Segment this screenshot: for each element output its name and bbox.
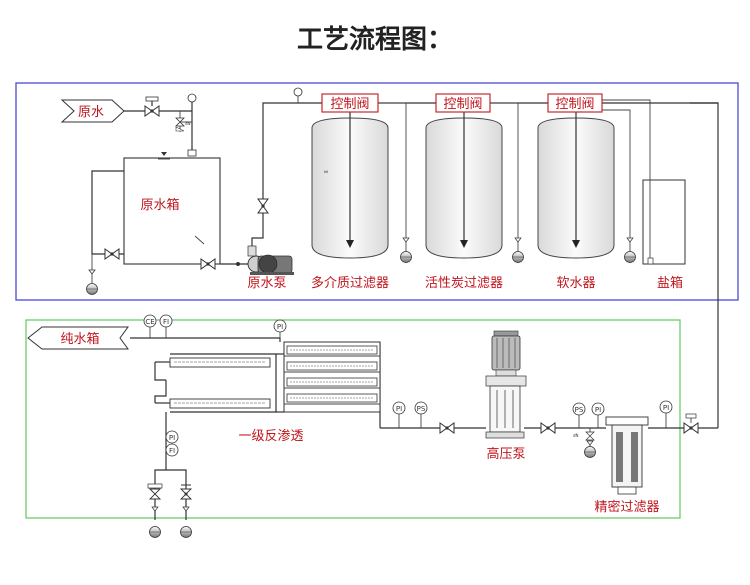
inlet-valve-icon: [144, 105, 160, 117]
svg-text:PI: PI: [396, 405, 402, 413]
salt-tank: [642, 179, 686, 265]
water-softener-tank: [537, 110, 615, 259]
svg-text:CE: CE: [145, 318, 154, 326]
precision-filter-label: 精密过滤器: [594, 499, 659, 515]
svg-text:PI: PI: [277, 323, 283, 331]
multi-media-filter-tank: ⋈: [311, 110, 389, 259]
activated-carbon-filter-tank: [425, 110, 503, 259]
header-gauge-icon: [293, 87, 303, 97]
drain-gauge-left-icon: [149, 526, 161, 538]
svg-text:PS: PS: [417, 405, 426, 413]
pure-water-tank-label: 纯水箱: [60, 331, 99, 347]
svg-text:dN: dN: [185, 121, 191, 126]
svg-text:FI: FI: [163, 318, 169, 326]
hp-pump-discharge-valve-icon: [439, 422, 455, 434]
pure-water-tank-outlet: 纯水箱: [27, 326, 129, 350]
salt-tank-label: 盐箱: [657, 275, 683, 291]
concentrate-valve-right-icon: [179, 484, 193, 500]
filter2-drain-gauge-icon: [512, 251, 524, 263]
concentrate-valve-left-icon: [147, 483, 163, 500]
page-title: 工艺流程图：: [297, 25, 453, 55]
pi-gauge-concentrate: [165, 430, 179, 444]
raw-water-tank: 原水箱: [123, 152, 221, 265]
svg-text:⋈: ⋈: [324, 169, 328, 174]
svg-text:PI: PI: [595, 406, 601, 414]
raw-water-pump-label: 原水泵: [247, 276, 286, 291]
svg-text:PS: PS: [575, 406, 584, 414]
tank-drain-valve-icon: [104, 248, 120, 260]
ro-membrane-array: [155, 341, 381, 413]
drain-gauge-right-icon: [180, 526, 192, 538]
raw-water-inlet: 原水: [60, 99, 125, 123]
control-valve-3-label: 控制阀: [555, 97, 594, 112]
softener-drain-gauge-icon: [624, 251, 636, 263]
svg-text:PI: PI: [663, 404, 669, 412]
water-softener-label: 软水器: [556, 276, 595, 291]
control-valve-1-label: 控制阀: [330, 97, 369, 112]
raw-water-tank-label: 原水箱: [140, 197, 179, 213]
inlet-gauge-icon: [187, 93, 197, 103]
hp-inlet-drain-gauge-icon: [584, 446, 596, 458]
high-pressure-pump-label: 高压泵: [486, 446, 525, 462]
pump-discharge-valve-icon: [257, 198, 269, 214]
pretreatment-frame: [15, 82, 739, 301]
raw-water-pump-icon: [247, 245, 294, 275]
control-valve-3: [547, 93, 603, 113]
svg-text:dN: dN: [573, 433, 579, 438]
hp-pump-inlet-valve-icon: [540, 422, 556, 434]
multi-media-filter-label: 多介质过滤器: [311, 275, 389, 291]
precision-filter-housing: [605, 416, 649, 495]
fi-flow-meter-concentrate: [165, 443, 179, 457]
svg-text:FI: FI: [169, 447, 175, 455]
high-pressure-pump-icon: [485, 330, 527, 439]
inlet-check-valve-icon: [175, 117, 185, 132]
first-stage-ro-label: 一级反渗透: [238, 429, 303, 444]
control-valve-2-label: 控制阀: [443, 97, 482, 112]
ro-inlet-valve-icon: [683, 422, 699, 434]
tank-drain-gauge-icon: [86, 283, 98, 295]
ro-system-frame: [25, 319, 681, 519]
svg-text:PI: PI: [169, 434, 175, 442]
activated-carbon-filter-label: 活性炭过滤器: [425, 276, 503, 291]
filter1-drain-gauge-icon: [400, 251, 412, 263]
raw-water-label: 原水: [78, 105, 104, 120]
